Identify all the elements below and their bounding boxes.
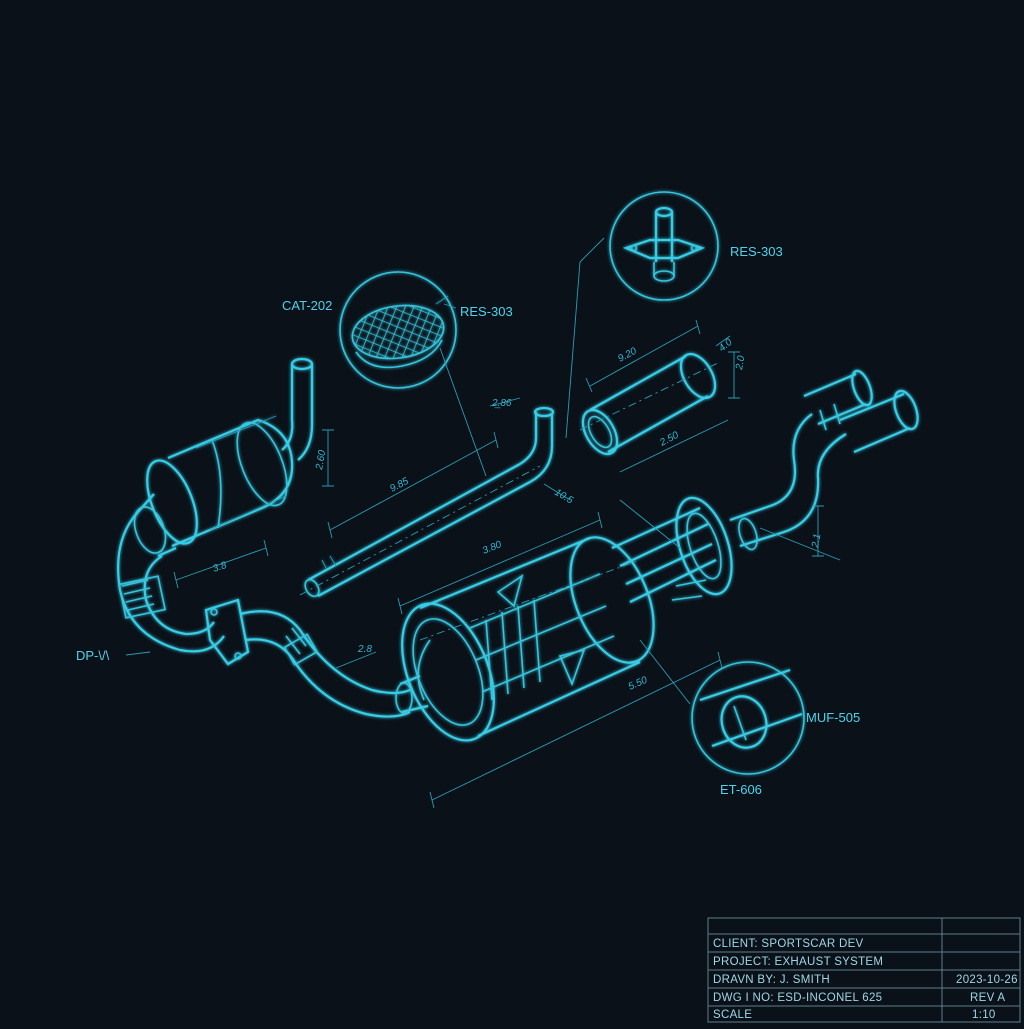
center-pipe	[304, 406, 555, 598]
dimension-lines	[125, 237, 841, 809]
dim-text-d1: 2̲.86	[491, 398, 512, 409]
label-res-right: RES-303	[730, 244, 783, 259]
title-block-drawn: DRAVN BY: J. SMITH	[713, 974, 830, 986]
dim-text-cat-h: 2.0	[734, 354, 747, 371]
detail-cat-mesh	[339, 271, 457, 389]
tailpipes	[729, 369, 919, 551]
title-block-scale-label: SCALE	[713, 1009, 752, 1021]
dim-text-tip: 2.1	[810, 533, 823, 550]
resonator-pipe	[581, 352, 717, 456]
label-cat: CAT-202	[282, 298, 332, 313]
label-muf: MUF-505	[806, 710, 860, 725]
label-dp: DP-\/\	[76, 648, 110, 663]
label-et: ET-606	[720, 782, 762, 797]
title-block-dwg: DWG I NO: ESD-INCONEL 625	[713, 992, 882, 1004]
dim-text-muf: 3.80	[481, 539, 504, 557]
detail-muf-pipe	[691, 661, 805, 775]
detail-res-flange	[609, 191, 719, 301]
title-block-client: CLIENT: SPORTSCAR DEV	[713, 938, 864, 950]
dim-text-long: 5.50	[627, 675, 650, 693]
muffler	[395, 496, 733, 742]
title-block-rev: REV A	[970, 992, 1005, 1004]
label-res-left: RES-303	[460, 304, 513, 319]
catalytic-converter	[133, 357, 314, 558]
title-block-date: 2023-10-26	[956, 974, 1018, 986]
dim-text-rot2: 10.5	[553, 487, 576, 506]
dim-text-down: 3.8	[212, 560, 229, 575]
title-block-project: PROJECT: EXHAUST SYSTEM	[713, 956, 883, 968]
dim-text-side2: 2.60	[314, 449, 328, 471]
dim-text-side: 2.50	[657, 430, 681, 450]
downpipe	[117, 511, 411, 718]
title-block: CLIENT: SPORTSCAR DEV PROJECT: EXHAUST S…	[707, 917, 1021, 1023]
dim-text-top: 9.20	[616, 346, 639, 365]
dim-text-mid: 2.8	[357, 644, 372, 655]
title-block-scale-value: 1:10	[972, 1009, 996, 1021]
